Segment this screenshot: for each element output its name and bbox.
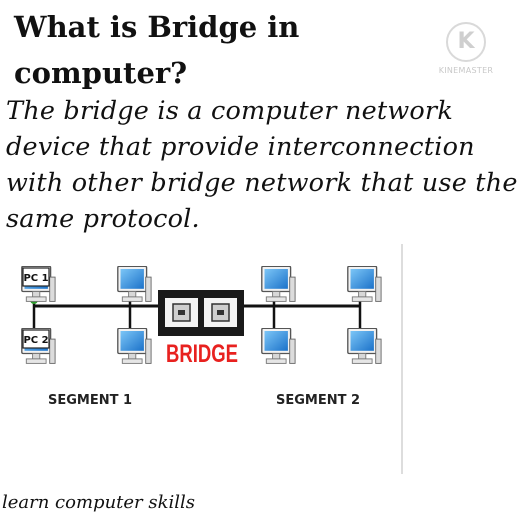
watermark-text: KINEMASTER [438,66,494,75]
segment2-pc2-monitor-icon [261,328,296,365]
segment1-pc4-monitor-icon [117,328,152,365]
kinemaster-watermark: K KINEMASTER [430,22,502,82]
segment1-label: SEGMENT 1 [48,393,132,408]
bridge-label: BRIDGE [166,340,238,368]
pc2-label: PC 2 [23,335,48,346]
kinemaster-logo-icon: K [446,22,486,62]
bridge-network-diagram: PC 1 PC 2 BRIDGE SEGMENT 1 SEGMENT 2 [21,244,403,474]
pc2-label-box [22,329,50,349]
segment2-pc4-monitor-icon [347,328,382,365]
description-text: The bridge is a computer network device … [6,96,518,234]
page-title: What is Bridge in computer? [14,10,300,90]
footer-caption: learn computer skills [2,492,196,513]
segment2-pc3-monitor-icon [347,266,382,303]
segment2-pc1-monitor-icon [261,266,296,303]
pc1-label-box [22,267,50,287]
segment1-pc3-monitor-icon [117,266,152,303]
segment2-label: SEGMENT 2 [276,393,360,408]
bridge-device-icon [158,290,244,336]
pc1-label: PC 1 [23,273,48,284]
